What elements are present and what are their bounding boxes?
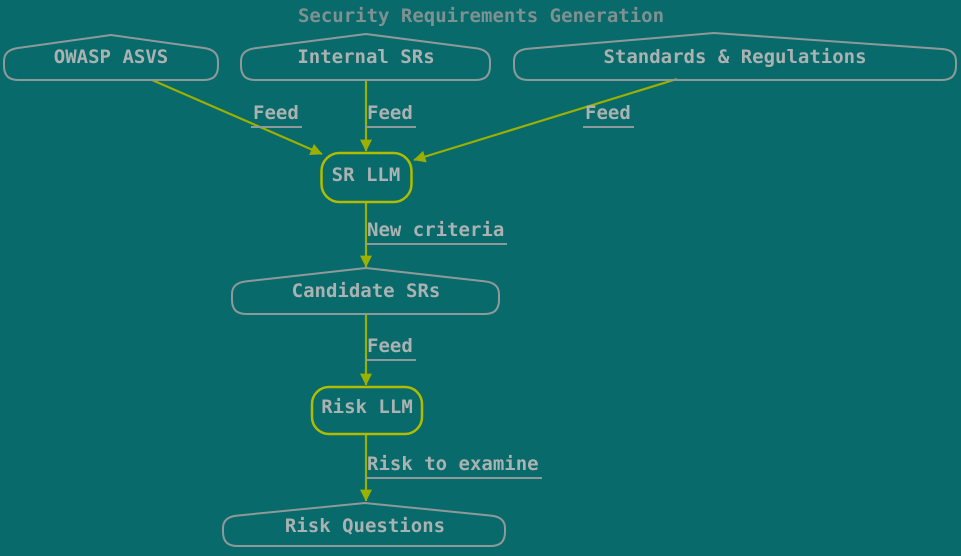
node-label-risk-questions: Risk Questions xyxy=(284,515,446,537)
node-shape-sr-llm xyxy=(320,151,413,204)
node-shape-risk-questions xyxy=(222,501,506,547)
edge-label-new-criteria: New criteria xyxy=(365,221,508,245)
edge-label-risk-to-examine: Risk to examine xyxy=(365,455,542,479)
node-shape-internal-srs xyxy=(240,32,491,81)
edge-label-feed-internal: Feed xyxy=(365,104,416,128)
node-shape-standards-regulations xyxy=(513,31,957,81)
edge-label-feed-owasp: Feed xyxy=(251,104,302,128)
node-label-sr-llm: SR LLM xyxy=(331,164,401,186)
edge-owasp-to-srllm xyxy=(151,78,323,156)
diagram-title: Security Requirements Generation xyxy=(297,5,665,27)
node-label-internal-srs: Internal SRs xyxy=(297,46,435,68)
edge-label-feed-standards: Feed xyxy=(583,104,634,128)
node-label-candidate-srs: Candidate SRs xyxy=(291,280,441,302)
node-shape-candidate-srs xyxy=(231,266,500,315)
node-shape-risk-llm xyxy=(310,385,424,436)
node-label-risk-llm: Risk LLM xyxy=(321,396,413,418)
node-label-standards-regulations: Standards & Regulations xyxy=(603,46,867,68)
edge-standards-to-srllm xyxy=(413,77,678,163)
node-label-owasp-asvs: OWASP ASVS xyxy=(53,46,169,68)
edge-label-feed-candidate: Feed xyxy=(365,337,416,361)
node-shape-owasp-asvs xyxy=(3,33,219,81)
